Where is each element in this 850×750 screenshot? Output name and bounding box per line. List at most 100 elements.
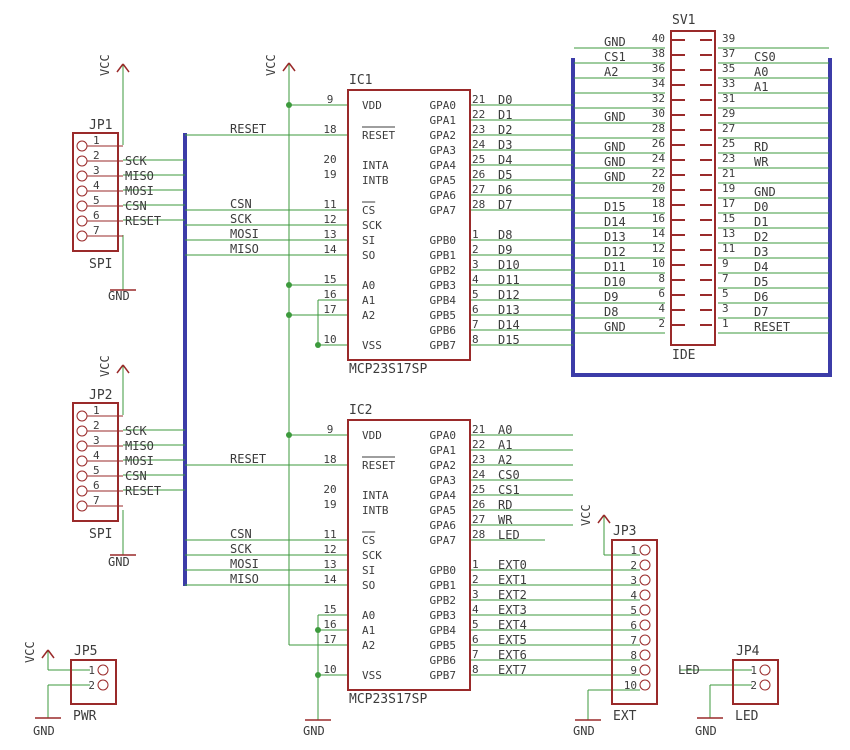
jp1-net-label: MOSI [125, 184, 154, 198]
ic1-left-pin-name: VSS [362, 339, 382, 352]
ic1-right-pin-name: GPB3 [430, 279, 457, 292]
jp2-net-label: RESET [125, 484, 161, 498]
ic1-left-pin-name: A0 [362, 279, 375, 292]
ic1-right-pin-name: GPB6 [430, 324, 457, 337]
sv1-lpin-num: 32 [652, 92, 665, 105]
jp1-pin-3 [76, 170, 88, 182]
jp3-body [611, 539, 658, 705]
ic2-left-pin-num: 16 [323, 618, 336, 631]
ic1-right-pin-name: GPA0 [430, 99, 457, 112]
wires [47, 58, 832, 720]
ic1-right-pin-num: 3 [472, 258, 479, 271]
ic1-right-pin-num: 4 [472, 273, 479, 286]
ic-gnd-label: GND [303, 724, 325, 738]
jp1-pin-5 [76, 200, 88, 212]
sv1-label: IDE [672, 348, 695, 363]
ic1-right-net: D7 [498, 198, 512, 212]
ic2-left-pin-num: 10 [323, 663, 336, 676]
ic1-right-net: D15 [498, 333, 520, 347]
jp2-pin-number: 3 [93, 434, 100, 447]
ic2-right-pin-name: GPA5 [430, 504, 457, 517]
jp5-pin-1 [97, 664, 109, 676]
ic1-right-net: D12 [498, 288, 520, 302]
ic2-right-net: EXT1 [498, 573, 527, 587]
jp3-pin-9 [639, 664, 651, 676]
jp1-net-label: RESET [125, 214, 161, 228]
jp1-pin-number: 4 [93, 179, 100, 192]
jp4-gnd-label: GND [695, 724, 717, 738]
ic1-left-pin-name: INTA [362, 159, 389, 172]
ic2-right-net: EXT6 [498, 648, 527, 662]
jp3-pin-number: 7 [630, 634, 637, 647]
jp3-pin-number: 5 [630, 604, 637, 617]
ic2-right-net: EXT7 [498, 663, 527, 677]
ic2-right-pin-name: GPA4 [430, 489, 457, 502]
sv1-rpin-num: 23 [722, 152, 735, 165]
ic2-right-pin-name: GPA2 [430, 459, 457, 472]
jp1-net-label: MISO [125, 169, 154, 183]
ic2-left-pin-name: CS [362, 534, 375, 547]
jp2-pin-7 [76, 500, 88, 512]
sv1-right-net: D1 [754, 215, 768, 229]
ic1-name: IC1 [349, 73, 372, 88]
supply-labels: VCC VCC VCC VCC VCC GND GND GND GND GND … [23, 54, 717, 738]
jp5-vcc-label: VCC [23, 641, 37, 663]
ic1-right-pin-num: 24 [472, 138, 486, 151]
ic1-right-net: D11 [498, 273, 520, 287]
sv1-right-net: RD [754, 140, 768, 154]
jp5-pin-number: 1 [88, 664, 95, 677]
ic1-left-pin-num: 11 [323, 198, 336, 211]
sv1-left-net: D10 [604, 275, 626, 289]
ic1-right-net: D5 [498, 168, 512, 182]
jp1-label: SPI [89, 257, 112, 272]
ic1-right-pin-name: GPB1 [430, 249, 457, 262]
ic2-right-pin-name: GPB6 [430, 654, 457, 667]
sv1-right-net: D7 [754, 305, 768, 319]
ic1-left-pin-num: 12 [323, 213, 336, 226]
sv1-lpin-num: 30 [652, 107, 665, 120]
ic1-right-pin-name: GPA6 [430, 189, 457, 202]
sv1-lpin-num: 24 [652, 152, 666, 165]
jp2-pin-6 [76, 485, 88, 497]
sv1-right-net: D0 [754, 200, 768, 214]
jp4-pin-2 [759, 679, 771, 691]
sv1-lpin-num: 14 [652, 227, 666, 240]
jp5-body [70, 659, 117, 705]
sv1-lpin-num: 4 [658, 302, 665, 315]
ic1-left-net: MOSI [230, 227, 259, 241]
ic2-left-net: SCK [230, 542, 252, 556]
sv1-rpin-num: 27 [722, 122, 735, 135]
ic1-right-net: D2 [498, 123, 512, 137]
jp5-name: JP5 [74, 644, 97, 659]
sv1-left-net: GND [604, 320, 626, 334]
jp3-pin-5 [639, 604, 651, 616]
ic1-right-net: D9 [498, 243, 512, 257]
sv1-left-net: D12 [604, 245, 626, 259]
ic1-right-pin-name: GPA4 [430, 159, 457, 172]
jp2-name: JP2 [89, 388, 112, 403]
jp3-pin-4 [639, 589, 651, 601]
jp4-pin-number: 2 [750, 679, 757, 692]
ic2-left-pin-num: 9 [327, 423, 334, 436]
ic1-right-pin-num: 1 [472, 228, 479, 241]
ic2-right-net: A0 [498, 423, 512, 437]
jp1-pin-number: 3 [93, 164, 100, 177]
ic1-left-pin-num: 20 [323, 153, 336, 166]
ic2-right-pin-name: GPB5 [430, 639, 457, 652]
ic1-left-net: CSN [230, 197, 252, 211]
sv1-left-net: D14 [604, 215, 626, 229]
sv1-right-net: D3 [754, 245, 768, 259]
ide-bus [571, 58, 832, 377]
sv1-rpin-num: 1 [722, 317, 729, 330]
jp3-pin-2 [639, 559, 651, 571]
jp1-pin-6 [76, 215, 88, 227]
jp2-pin-number: 2 [93, 419, 100, 432]
ic1-left-net: MISO [230, 242, 259, 256]
ic2-right-pin-name: GPA0 [430, 429, 457, 442]
jp2-pin-number: 4 [93, 449, 100, 462]
ic1-left-pin-num: 16 [323, 288, 336, 301]
ic2-right-pin-num: 7 [472, 648, 479, 661]
sv1-rpin-num: 35 [722, 62, 735, 75]
ic2-left-pin-num: 18 [323, 453, 336, 466]
ic2-right-pin-name: GPB0 [430, 564, 457, 577]
